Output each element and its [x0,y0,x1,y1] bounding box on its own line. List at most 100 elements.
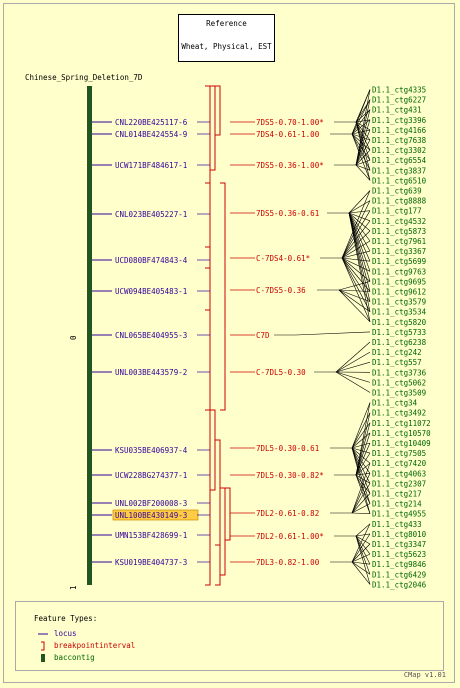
map-frame [3,3,455,683]
contig-label[interactable]: D1.1_ctg9612 [372,288,426,297]
corr-line [341,257,371,302]
contig-label[interactable]: D1.1_ctg242 [372,348,422,357]
contig-label[interactable]: D1.1_ctg6554 [372,156,427,165]
breakpoint-label[interactable]: 7DS5-0.70-1.00* [256,118,324,127]
contig-label[interactable]: D1.1_ctg3579 [372,298,426,307]
contig-label[interactable]: D1.1_ctg4335 [372,86,426,95]
breakpoint-label[interactable]: C-7DS4-0.61* [256,254,310,263]
locus-label[interactable]: KSU019BE404737-3 [115,558,187,567]
contig-label[interactable]: D1.1_ctg3367 [372,247,426,256]
contig-label[interactable]: D1.1_ctg8888 [372,197,427,206]
contig-label[interactable]: D1.1_ctg5623 [372,550,426,559]
contig-label[interactable]: D1.1_ctg3509 [372,389,426,398]
contig-label[interactable]: D1.1_ctg217 [372,490,422,499]
locus-label[interactable]: UMN153BF428699-1 [115,531,187,540]
contig-label[interactable]: D1.1_ctg3302 [372,146,426,155]
locus-label[interactable]: UNL002BF200008-3 [115,499,187,508]
breakpoint-label[interactable]: 7DL2-0.61-1.00* [256,532,324,541]
contig-label[interactable]: D1.1_ctg6429 [372,570,426,579]
contig-label[interactable]: D1.1_ctg2046 [372,580,427,589]
breakpoint-bracket[interactable] [210,409,216,491]
contig-label[interactable]: D1.1_ctg639 [372,187,422,196]
breakpoint-bracket[interactable] [205,182,211,248]
breakpoint-bracket[interactable] [205,267,211,311]
contig-label[interactable]: D1.1_ctg5820 [372,318,427,327]
contig-label[interactable]: D1.1_ctg10409 [372,439,431,448]
contig-label[interactable]: D1.1_ctg5733 [372,328,426,337]
breakpoint-bracket[interactable] [210,85,216,171]
contig-label[interactable]: D1.1_ctg7420 [372,459,427,468]
contig-label[interactable]: D1.1_ctg10570 [372,429,431,438]
contig-label[interactable]: D1.1_ctg3736 [372,368,427,377]
breakpoint-label[interactable]: C-7DS5-0.36 [256,286,306,295]
locus-label[interactable]: CNL220BE425117-6 [115,118,188,127]
corr-line [355,422,371,476]
breakpoint-label[interactable]: 7DL5-0.30-0.82* [256,471,324,480]
breakpoint-bracket[interactable] [215,439,221,586]
contig-label[interactable]: D1.1_ctg9846 [372,560,427,569]
breakpoint-label[interactable]: 7DL2-0.61-0.82 [256,509,319,518]
chromosome-bar[interactable] [87,86,92,585]
contig-label[interactable]: D1.1_ctg4166 [372,126,427,135]
contig-label[interactable]: D1.1_ctg3534 [372,308,427,317]
contig-label[interactable]: D1.1_ctg3347 [372,540,426,549]
contig-label[interactable]: D1.1_ctg6238 [372,338,427,347]
breakpoint-bracket[interactable] [215,544,221,586]
contig-label[interactable]: D1.1_ctg5699 [372,257,426,266]
locus-label[interactable]: UNL100BE430149-3 [115,511,187,520]
breakpoint-label[interactable]: 7DS4-0.61-1.00 [256,130,320,139]
legend-label-baccontig: baccontig [54,653,95,662]
breakpoint-bracket[interactable] [215,85,221,136]
contig-label[interactable]: D1.1_ctg2307 [372,479,426,488]
contig-label[interactable]: D1.1_ctg557 [372,358,422,367]
map-title[interactable]: Chinese_Spring_Deletion_7D [25,73,143,82]
locus-label[interactable]: UCW228BG274377-1 [115,471,187,480]
contig-label[interactable]: D1.1_ctg7961 [372,237,426,246]
breakpoint-bracket[interactable] [205,409,211,586]
contig-label[interactable]: D1.1_ctg7505 [372,449,426,458]
contig-label[interactable]: D1.1_ctg5873 [372,227,426,236]
breakpoint-label[interactable]: C7D [256,331,270,340]
locus-label[interactable]: CNL023BE405227-1 [115,210,187,219]
locus-label[interactable]: KSU035BE406937-4 [115,446,188,455]
contig-label[interactable]: D1.1_ctg6510 [372,176,427,185]
contig-label[interactable]: D1.1_ctg3837 [372,166,426,175]
contig-label[interactable]: D1.1_ctg11072 [372,419,431,428]
breakpoint-bracket[interactable] [225,487,231,541]
breakpoint-label[interactable]: 7DS5-0.36-1.00* [256,161,324,170]
contig-label[interactable]: D1.1_ctg177 [372,207,422,216]
contig-label[interactable]: D1.1_ctg4532 [372,217,426,226]
contig-label[interactable]: D1.1_ctg9763 [372,267,426,276]
corr-line [341,257,371,282]
contig-label[interactable]: D1.1_ctg3492 [372,409,426,418]
contig-label[interactable]: D1.1_ctg5062 [372,378,426,387]
contig-label[interactable]: D1.1_ctg9695 [372,277,426,286]
contig-label[interactable]: D1.1_ctg433 [372,520,422,529]
contig-label[interactable]: D1.1_ctg34 [372,399,418,408]
breakpoint-bracket[interactable] [220,487,226,576]
reference-box[interactable]: Reference Wheat, Physical, EST [178,14,275,62]
breakpoint-label[interactable]: 7DL5-0.30-0.61 [256,444,319,453]
locus-label[interactable]: CNL065BE404955-3 [115,331,187,340]
contig-label[interactable]: D1.1_ctg6227 [372,96,426,105]
locus-label[interactable]: UCW171BF484617-1 [115,161,187,170]
breakpoint-label[interactable]: 7DS5-0.36-0.61 [256,209,319,218]
corr-line [295,331,371,336]
locus-label[interactable]: CNL014BE424554-9 [115,130,187,139]
breakpoint-label[interactable]: C-7DL5-0.30 [256,368,306,377]
contig-label[interactable]: D1.1_ctg4063 [372,469,426,478]
correspondence-lines [274,89,371,585]
contig-label[interactable]: D1.1_ctg4955 [372,510,426,519]
locus-label[interactable]: UNL003BE443579-2 [115,368,187,377]
locus-label[interactable]: UCW094BE405483-1 [115,287,187,296]
breakpoint-bracket[interactable] [220,182,226,411]
contig-label[interactable]: D1.1_ctg214 [372,500,422,509]
contig-label[interactable]: D1.1_ctg8010 [372,530,427,539]
breakpoint-bracket[interactable] [205,85,211,411]
contig-label[interactable]: D1.1_ctg431 [372,106,422,115]
corr-line [338,289,371,323]
contig-label[interactable]: D1.1_ctg3396 [372,116,427,125]
breakpoint-label[interactable]: 7DL3-0.82-1.00 [256,558,320,567]
locus-label[interactable]: UCD080BF474843-4 [115,256,188,265]
contig-label[interactable]: D1.1_ctg7638 [372,136,427,145]
